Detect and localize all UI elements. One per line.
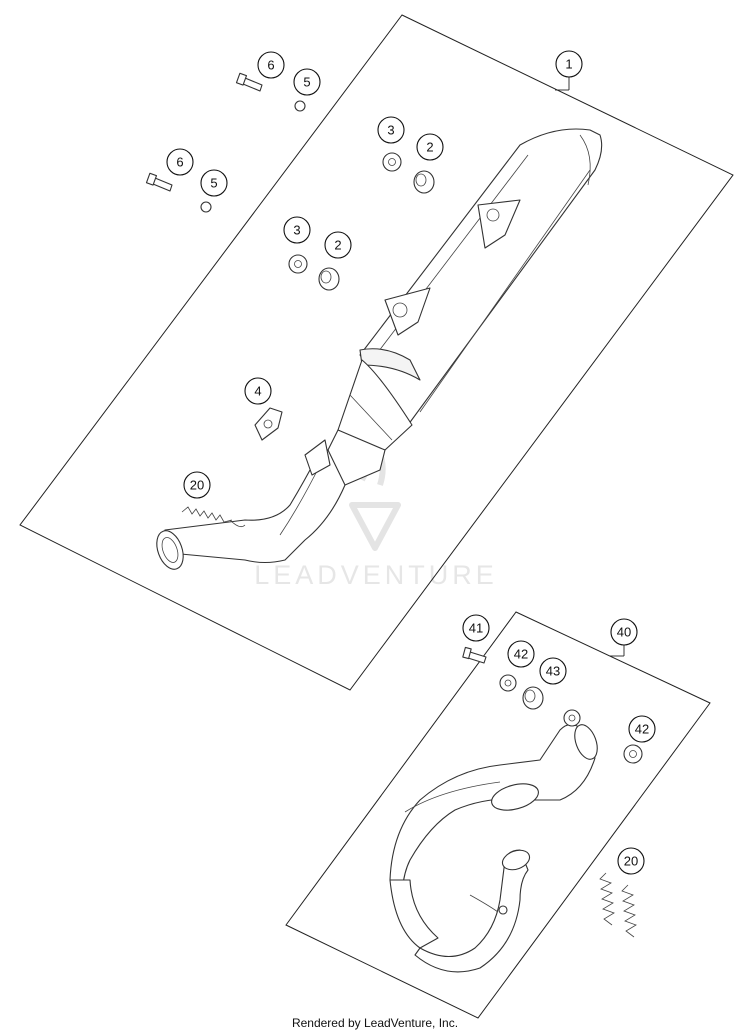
callout-5-lower: 5 <box>200 169 228 197</box>
svg-text:20: 20 <box>624 854 638 869</box>
silencer-frame <box>19 14 734 691</box>
silencer <box>337 128 603 451</box>
svg-text:41: 41 <box>469 621 483 636</box>
svg-text:42: 42 <box>514 647 528 662</box>
callout-6-upper: 6 <box>257 51 285 79</box>
callout-4: 4 <box>244 377 272 405</box>
svg-text:3: 3 <box>387 123 394 138</box>
bolt-upper <box>235 72 263 92</box>
callout-43: 43 <box>539 657 567 685</box>
callout-5-upper: 5 <box>293 68 321 96</box>
svg-text:6: 6 <box>176 155 183 170</box>
callout-42-upper: 42 <box>507 640 535 668</box>
bushing-lower <box>318 267 340 291</box>
footer-credit: Rendered by LeadVenture, Inc. <box>291 1016 459 1030</box>
watermark-text: LEADVENTURE <box>254 560 498 590</box>
clamp <box>254 407 283 441</box>
callout-42-right: 42 <box>628 715 656 743</box>
washer-42-right <box>623 744 643 764</box>
svg-text:5: 5 <box>303 75 310 90</box>
svg-text:6: 6 <box>267 58 274 73</box>
leader-lines <box>555 77 625 657</box>
svg-text:40: 40 <box>617 625 631 640</box>
svg-text:2: 2 <box>426 140 433 155</box>
callout-20-lower: 20 <box>617 847 645 875</box>
callout-40: 40 <box>610 618 638 646</box>
header-pipe-frame <box>285 611 711 1019</box>
callout-2-lower: 2 <box>324 231 352 259</box>
mid-pipe <box>156 429 386 570</box>
svg-text:20: 20 <box>190 478 204 493</box>
svg-text:5: 5 <box>210 176 217 191</box>
svg-text:3: 3 <box>293 223 300 238</box>
spring-pair-lower <box>599 872 637 938</box>
callout-20-upper: 20 <box>183 471 211 499</box>
callout-6-lower: 6 <box>166 148 194 176</box>
header-pipe <box>389 709 598 973</box>
callout-3-lower: 3 <box>283 216 311 244</box>
bushing-43 <box>522 686 544 710</box>
svg-text:1: 1 <box>565 57 572 72</box>
washer-upper <box>294 100 306 112</box>
callout-41: 41 <box>462 614 490 642</box>
bolt-41 <box>462 646 487 664</box>
washer-lower <box>200 201 212 213</box>
washer-3-upper <box>382 152 402 172</box>
svg-text:4: 4 <box>254 384 261 399</box>
bolt-lower <box>145 172 173 192</box>
bushing-upper <box>413 170 435 194</box>
callout-1: 1 <box>555 50 583 78</box>
washer-3-lower <box>288 254 308 274</box>
svg-text:2: 2 <box>334 238 341 253</box>
callout-2-upper: 2 <box>416 133 444 161</box>
callout-3-upper: 3 <box>377 116 405 144</box>
svg-text:42: 42 <box>635 722 649 737</box>
svg-text:43: 43 <box>546 664 560 679</box>
washer-42-upper <box>499 674 517 692</box>
spring-upper <box>181 506 246 528</box>
